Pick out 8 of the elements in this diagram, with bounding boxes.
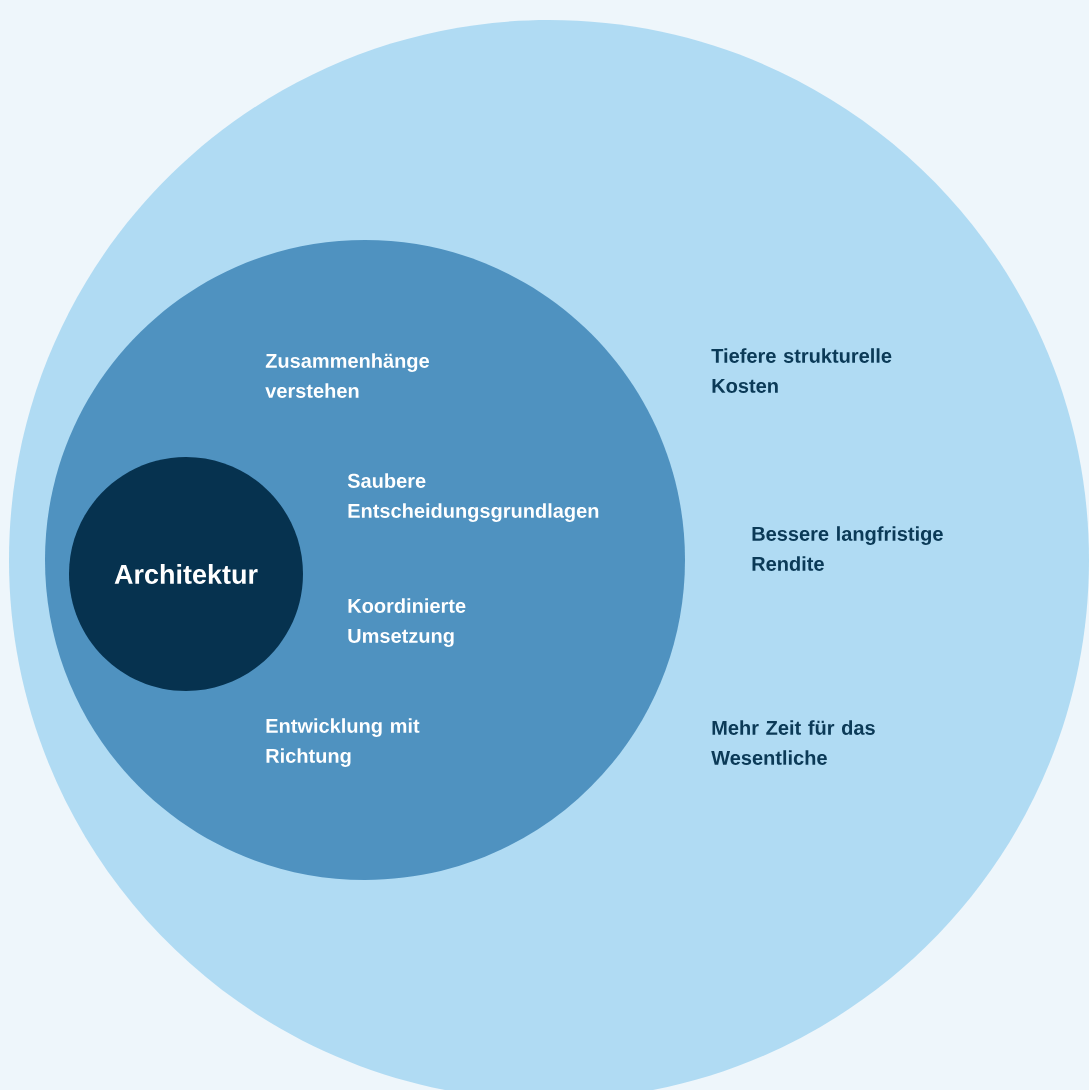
benefit-text: Tiefere strukturelle Kosten: [711, 348, 892, 393]
benefit-text: Zusammenhänge verstehen: [265, 353, 429, 398]
benefit-text: Saubere Entscheidungsgrundlagen: [347, 473, 599, 522]
benefit-text: Mehr Zeit für das Wesentliche: [711, 720, 875, 765]
benefit-text: Entwicklung mit Richtung: [266, 718, 420, 767]
benefit-text: Koordinierte Umsetzung: [348, 598, 466, 647]
benefit-text: Bessere langfristige Rendite: [752, 526, 943, 571]
circle-title: Architektur: [114, 564, 258, 584]
